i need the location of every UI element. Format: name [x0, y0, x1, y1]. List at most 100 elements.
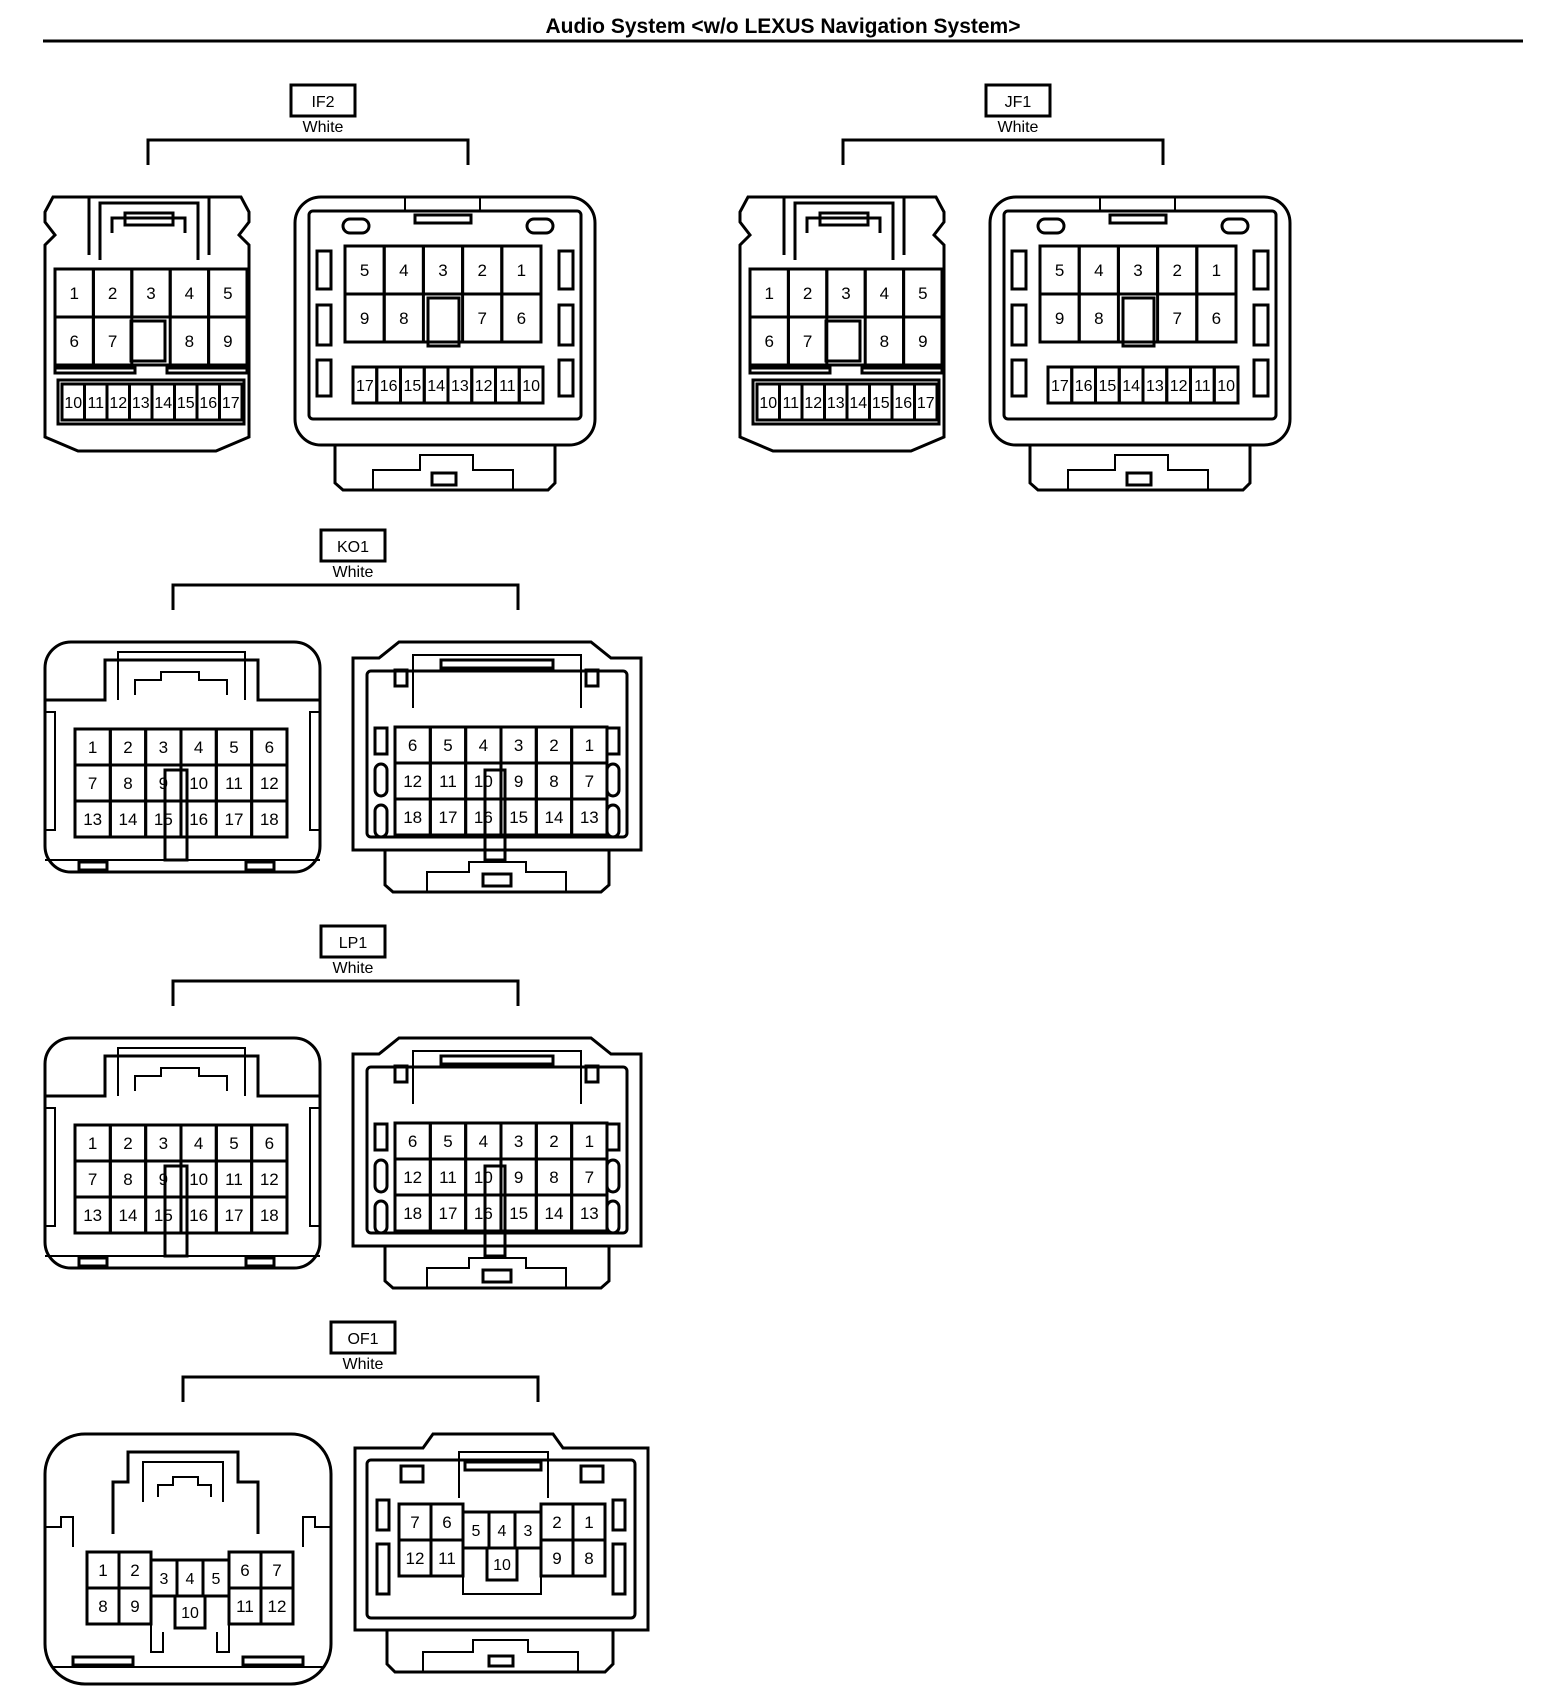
lower-shroud	[333, 445, 557, 492]
pin-number: 4	[479, 1132, 488, 1151]
mount-hole	[584, 668, 600, 688]
pin-number: 16	[474, 1204, 493, 1223]
latch-frame	[111, 1450, 260, 1534]
pin-number: 18	[403, 808, 422, 827]
connector-color: White	[333, 960, 374, 977]
pin-number: 11	[499, 378, 516, 395]
side-slot	[373, 726, 389, 756]
connector-housing	[351, 1036, 643, 1248]
pin-number: 8	[399, 309, 408, 328]
pin-number: 9	[159, 1170, 168, 1189]
side-profile	[45, 1516, 74, 1547]
lower-tab	[430, 471, 458, 487]
lower-latch	[426, 1257, 567, 1288]
pin-number: 9	[130, 1597, 139, 1616]
pin-cavity	[173, 1594, 207, 1630]
pin-cavity	[1212, 365, 1240, 405]
connector-color: White	[998, 119, 1039, 136]
pin-number: 11	[1194, 378, 1211, 395]
pin-number: 8	[185, 332, 194, 351]
mount-hole	[1220, 217, 1250, 235]
pin-number: 1	[69, 284, 78, 303]
pin-number: 11	[439, 772, 457, 791]
pin-number: 7	[410, 1513, 419, 1532]
pin-number: 16	[380, 378, 398, 395]
base-tab	[77, 860, 109, 872]
pin-number: 4	[194, 1134, 203, 1153]
latch-tab	[1108, 213, 1168, 225]
latch-rail	[782, 197, 906, 255]
pin-number: 5	[212, 1571, 221, 1588]
pin-number: 10	[493, 1557, 511, 1574]
pin-number: 16	[199, 395, 217, 412]
latch-tab	[818, 211, 870, 227]
pin-cavity	[250, 1195, 289, 1235]
pin-number: 1	[764, 284, 773, 303]
pin-number: 12	[260, 1170, 279, 1189]
pin-number: 12	[1170, 378, 1188, 395]
pin-number: 6	[442, 1513, 451, 1532]
pin-number: 9	[514, 772, 523, 791]
pin-number: 11	[225, 774, 243, 793]
key-guide	[216, 1624, 230, 1653]
pin-number: 13	[451, 378, 469, 395]
pin-number: 17	[917, 395, 935, 412]
pin-number: 5	[443, 736, 452, 755]
latch-frame	[458, 1451, 549, 1498]
pin-number: 14	[1122, 378, 1140, 395]
pin-number: 16	[189, 810, 208, 829]
side-slot	[605, 1199, 621, 1235]
pin-number: 13	[132, 395, 150, 412]
pin-number: 10	[474, 772, 493, 791]
latch-lip	[157, 1476, 212, 1497]
latch-tab	[413, 213, 473, 225]
side-slot	[315, 249, 333, 291]
connector-id: KO1	[337, 539, 369, 556]
pin-cavity	[517, 365, 545, 405]
pin-number: 11	[439, 1168, 457, 1187]
pin-number: 12	[804, 395, 822, 412]
latch-frame	[117, 651, 246, 700]
side-slot	[611, 1542, 627, 1596]
mount-hole	[393, 1064, 409, 1084]
pin-number: 1	[88, 1134, 97, 1153]
pin-number: 7	[108, 332, 117, 351]
connector-id: LP1	[339, 935, 368, 952]
connector-housing	[293, 195, 597, 447]
pin-number: 2	[552, 1513, 561, 1532]
pin-number: 6	[764, 332, 773, 351]
side-rib	[309, 1107, 320, 1227]
connector-bracket	[171, 979, 520, 1006]
connector-bracket	[146, 138, 470, 165]
connector-color: White	[303, 119, 344, 136]
connector-color: White	[343, 1356, 384, 1373]
pin-number: 11	[438, 1549, 456, 1568]
side-rib	[309, 711, 320, 831]
pin-number: 11	[782, 395, 799, 412]
pin-number: 16	[894, 395, 912, 412]
latch-frame	[117, 1047, 246, 1096]
pin-number: 12	[260, 774, 279, 793]
lower-tab	[487, 1654, 515, 1668]
lower-shroud	[383, 1246, 611, 1290]
pin-number: 2	[477, 261, 486, 280]
connector-inner-wall	[365, 1458, 637, 1620]
side-slot	[605, 1158, 621, 1194]
side-slot	[557, 358, 575, 398]
side-profile	[302, 1516, 331, 1547]
connector-housing	[43, 195, 251, 453]
pin-number: 16	[474, 808, 493, 827]
lower-tab	[481, 872, 513, 888]
pin-number: 5	[229, 1134, 238, 1153]
pin-number: 8	[98, 1597, 107, 1616]
pin-number: 7	[585, 772, 594, 791]
rib	[748, 366, 832, 375]
key-slot	[483, 768, 507, 862]
base-tab	[77, 1256, 109, 1268]
pin-number: 5	[443, 1132, 452, 1151]
pin-number: 15	[509, 1204, 528, 1223]
